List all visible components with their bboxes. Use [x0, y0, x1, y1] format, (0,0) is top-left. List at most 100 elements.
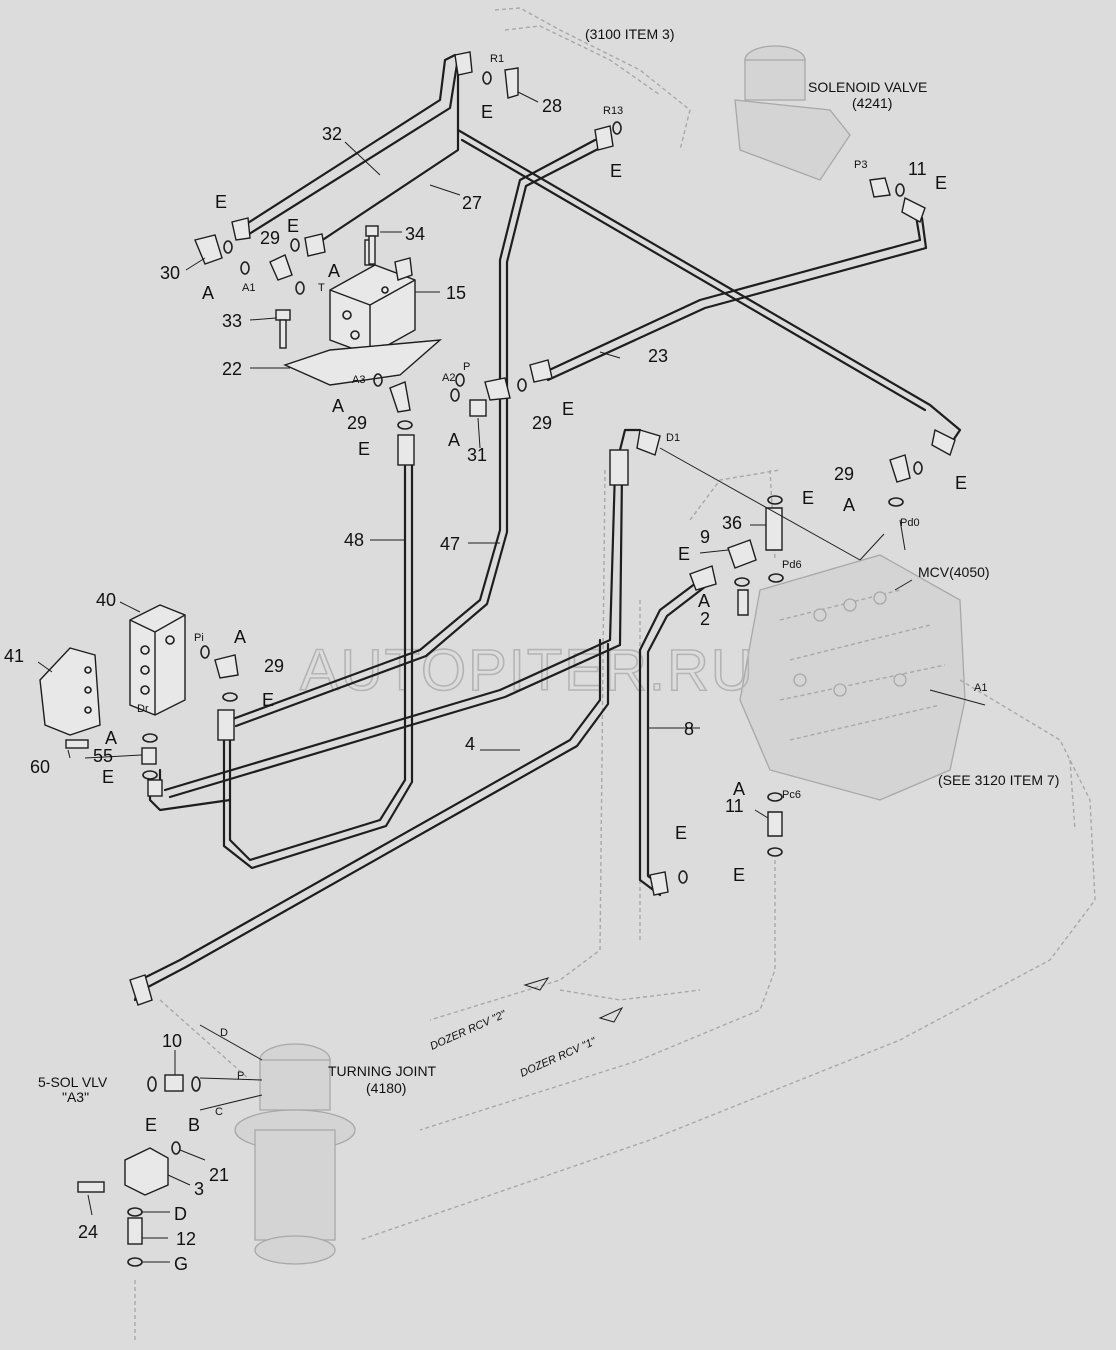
letter-a-9: A	[733, 779, 745, 799]
letter-a-5: A	[843, 495, 855, 515]
turning-joint-title: TURNING JOINT	[328, 1063, 437, 1079]
callout-29-e: 29	[264, 656, 284, 676]
sol-vlv-title: 5-SOL VLV	[38, 1074, 108, 1090]
port-p3: P3	[854, 159, 867, 171]
letter-a-8: A	[105, 728, 117, 748]
solenoid-valve-code: (4241)	[852, 95, 892, 111]
port-d1: D1	[666, 432, 680, 444]
bracket-22	[283, 339, 443, 386]
fittings	[65, 51, 956, 1245]
port-pi: Pi	[194, 632, 204, 644]
callout-33: 33	[222, 311, 242, 331]
callout-24: 24	[78, 1222, 98, 1242]
turning-joint-code: (4180)	[366, 1080, 406, 1096]
solenoid-valve-ghost	[734, 45, 851, 181]
letter-b: B	[188, 1115, 200, 1135]
letter-e-7: E	[358, 439, 370, 459]
letter-a-4: A	[448, 430, 460, 450]
letter-e-12: E	[102, 767, 114, 787]
callout-10: 10	[162, 1031, 182, 1051]
callout-29-c: 29	[532, 413, 552, 433]
turning-joint-ghost	[234, 1043, 356, 1265]
letter-a-7: A	[234, 627, 246, 647]
letter-e-3: E	[935, 173, 947, 193]
letter-e-11: E	[262, 690, 274, 710]
see-3120-label: (SEE 3120 ITEM 7)	[938, 772, 1059, 788]
callout-28: 28	[542, 96, 562, 116]
mcv-ghost	[739, 554, 966, 801]
hose-48	[228, 448, 407, 862]
port-r1: R1	[490, 53, 504, 65]
port-p-low: P	[237, 1070, 244, 1082]
callout-22: 22	[222, 359, 242, 379]
letter-e-13: E	[675, 823, 687, 843]
letter-e-6: E	[562, 399, 574, 419]
hose-47	[228, 138, 597, 722]
bolt-33	[275, 309, 291, 349]
leader-lines	[37, 91, 986, 1263]
sol-vlv-code: "A3"	[62, 1089, 89, 1105]
port-dr: Dr	[137, 703, 149, 715]
mcv-label: MCV(4050)	[918, 564, 990, 580]
port-a2: A2	[442, 372, 455, 384]
port-t: T	[318, 282, 325, 294]
port-d: D	[220, 1027, 228, 1039]
port-c: C	[215, 1106, 223, 1118]
callout-9: 9	[700, 527, 710, 547]
callout-32: 32	[322, 124, 342, 144]
hoses	[133, 53, 962, 1005]
callout-11-a: 11	[908, 159, 927, 179]
bracket-41	[39, 647, 101, 736]
letter-e-2: E	[610, 161, 622, 181]
callout-34: 34	[405, 224, 425, 244]
callout-numbers: 32 27 28 30 29 34 15 33 22 29 31 29 11 2…	[4, 96, 927, 1249]
letter-d: D	[174, 1204, 187, 1224]
callout-60: 60	[30, 757, 50, 777]
letter-a-1: A	[202, 283, 214, 303]
port-a3: A3	[352, 374, 365, 386]
callout-15: 15	[446, 283, 466, 303]
callout-11-b: 11	[725, 796, 744, 816]
callout-21: 21	[209, 1165, 229, 1185]
letter-a-6: A	[698, 591, 710, 611]
parts	[39, 51, 956, 1267]
callout-31: 31	[467, 445, 487, 465]
letter-e-8: E	[955, 473, 967, 493]
callout-55: 55	[93, 746, 113, 766]
solenoid-valve-title: SOLENOID VALVE	[808, 79, 927, 95]
callout-48: 48	[344, 530, 364, 550]
port-a1-top: A1	[242, 282, 255, 294]
letter-e-4: E	[215, 192, 227, 212]
ghost-components	[134, 7, 1096, 1340]
callout-2: 2	[700, 609, 710, 629]
port-pc6: Pc6	[782, 789, 801, 801]
callout-30: 30	[160, 263, 180, 283]
hose-8	[638, 578, 702, 897]
letter-callouts: E E E E E A A A E A E E A E E A A E A E …	[102, 102, 967, 1274]
port-r13: R13	[603, 105, 623, 117]
ref-3100-label: (3100 ITEM 3)	[585, 26, 674, 42]
hose-32	[238, 53, 457, 230]
letter-a-3: A	[332, 396, 344, 416]
port-a1-right: A1	[974, 682, 987, 694]
callout-29-b: 29	[347, 413, 367, 433]
dozer-arrows	[523, 977, 624, 1023]
letter-e-5: E	[287, 216, 299, 236]
callout-4: 4	[465, 734, 475, 754]
letter-a-2: A	[328, 261, 340, 281]
callout-29-a: 29	[260, 228, 280, 248]
letter-g: G	[174, 1254, 188, 1274]
callout-29-d: 29	[834, 464, 854, 484]
callout-8: 8	[684, 719, 694, 739]
port-pd6: Pd6	[782, 559, 802, 571]
letter-e-9: E	[802, 488, 814, 508]
callout-41: 41	[4, 646, 24, 666]
callout-36: 36	[722, 513, 742, 533]
hose-top-right	[456, 128, 962, 447]
valve-block-40	[129, 604, 186, 716]
callout-27: 27	[462, 193, 482, 213]
port-p-top: P	[463, 361, 470, 373]
dozer-rcv-1-label: DOZER RCV "1"	[518, 1035, 599, 1080]
callout-12: 12	[176, 1229, 196, 1249]
